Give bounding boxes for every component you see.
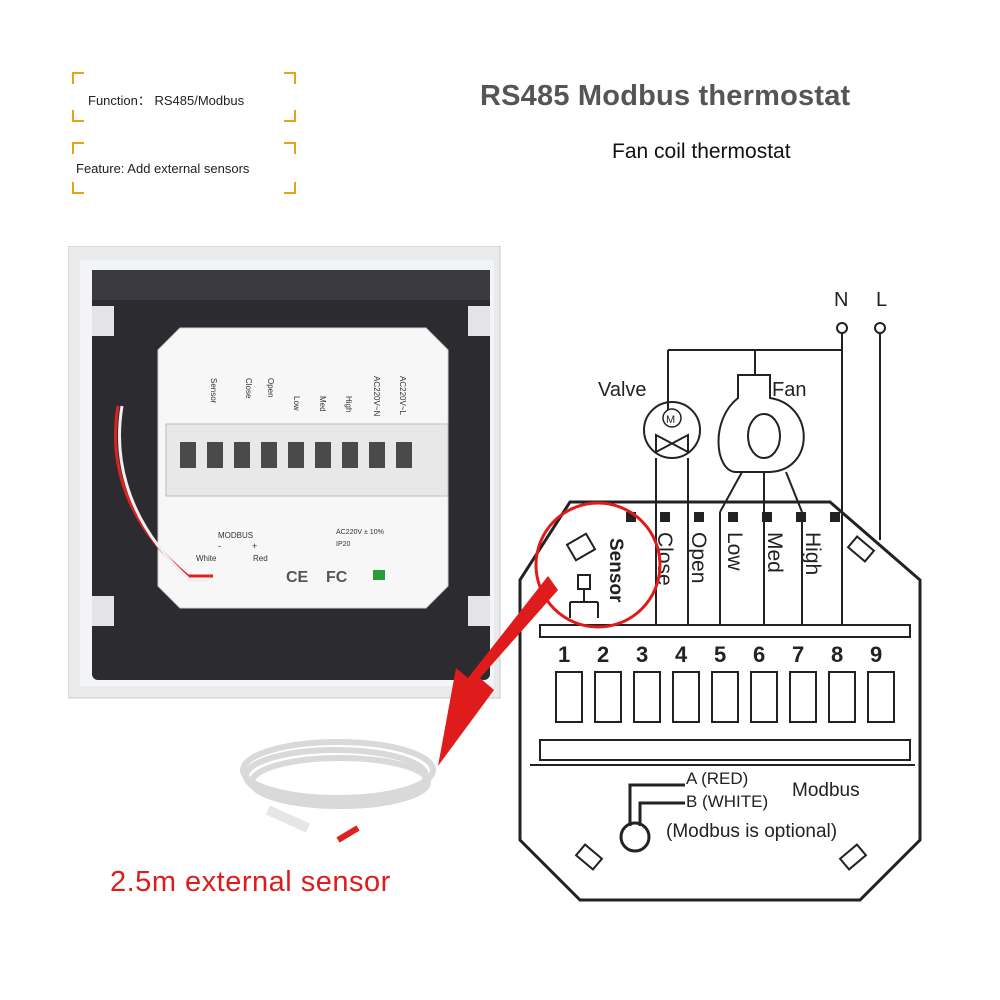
svg-text:Close: Close <box>244 378 253 399</box>
sensor-highlight-circle <box>534 501 662 629</box>
page-subtitle: Fan coil thermostat <box>612 140 791 163</box>
photo-terminal-labels: Sensor Close Open Low Med High AC220V~N … <box>209 376 407 416</box>
valve-icon <box>643 401 701 459</box>
photo-terminals <box>180 442 412 468</box>
terminal-open-label: Open <box>687 532 710 583</box>
feature-box: Feature: Add external sensors <box>72 142 296 194</box>
terminal-med-label: Med <box>763 532 786 573</box>
fc-mark: FC <box>326 569 348 586</box>
modbus-port-icon <box>619 821 651 853</box>
external-sensor-cable <box>240 739 436 843</box>
wiring-diagram: N L Valve M Fan Clo <box>518 289 922 902</box>
modbus-b-label: B (WHITE) <box>686 792 768 811</box>
svg-text:9: 9 <box>870 642 882 667</box>
svg-text:Open: Open <box>266 378 275 398</box>
terminal-low-label: Low <box>723 532 746 571</box>
svg-text:Med: Med <box>318 396 327 412</box>
svg-text:White: White <box>196 554 217 563</box>
thermostat-photo: Sensor Close Open Low Med High AC220V~N … <box>68 246 501 699</box>
svg-text:+: + <box>252 541 257 551</box>
neutral-label: N <box>834 289 848 311</box>
svg-text:High: High <box>344 396 353 412</box>
page-title: RS485 Modbus thermostat <box>480 80 851 112</box>
feature-label: Feature: Add external sensors <box>76 161 250 176</box>
svg-text:Low: Low <box>292 396 301 411</box>
function-label: Function： RS485/Modbus <box>88 93 245 108</box>
sensor-label: Sensor <box>605 538 626 603</box>
svg-text:6: 6 <box>753 642 765 667</box>
svg-text:8: 8 <box>831 642 843 667</box>
svg-text:3: 3 <box>636 642 648 667</box>
sensor-caption: 2.5m external sensor <box>110 866 391 898</box>
svg-text:-: - <box>218 541 221 551</box>
svg-text:2: 2 <box>597 642 609 667</box>
fan-icon <box>717 374 805 473</box>
modbus-note: (Modbus is optional) <box>666 821 837 842</box>
photo-modbus-label: MODBUS <box>218 531 253 540</box>
modbus-label: Modbus <box>792 780 860 801</box>
terminal-high-label: High <box>801 532 824 575</box>
live-label: L <box>876 289 887 311</box>
svg-text:AC220V~N: AC220V~N <box>372 376 381 416</box>
modbus-a-label: A (RED) <box>686 769 748 788</box>
svg-text:AC220V ± 10%: AC220V ± 10% <box>336 529 384 536</box>
svg-text:IP20: IP20 <box>336 541 351 548</box>
terminal-close-label: Close <box>653 532 676 586</box>
svg-text:M: M <box>666 414 675 426</box>
ce-mark: CE <box>286 569 309 586</box>
svg-text:Sensor: Sensor <box>209 378 218 404</box>
svg-text:5: 5 <box>714 642 726 667</box>
svg-text:1: 1 <box>558 642 570 667</box>
fan-label: Fan <box>772 379 806 401</box>
valve-label: Valve <box>598 379 647 401</box>
svg-text:7: 7 <box>792 642 804 667</box>
svg-text:4: 4 <box>675 642 688 667</box>
terminal-numbers: 1 2 3 4 5 6 7 8 9 <box>558 642 882 667</box>
svg-text:Red: Red <box>253 554 268 563</box>
function-box: Function： RS485/Modbus <box>72 72 296 122</box>
svg-text:AC220V~L: AC220V~L <box>398 376 407 415</box>
red-arrow <box>438 576 558 766</box>
